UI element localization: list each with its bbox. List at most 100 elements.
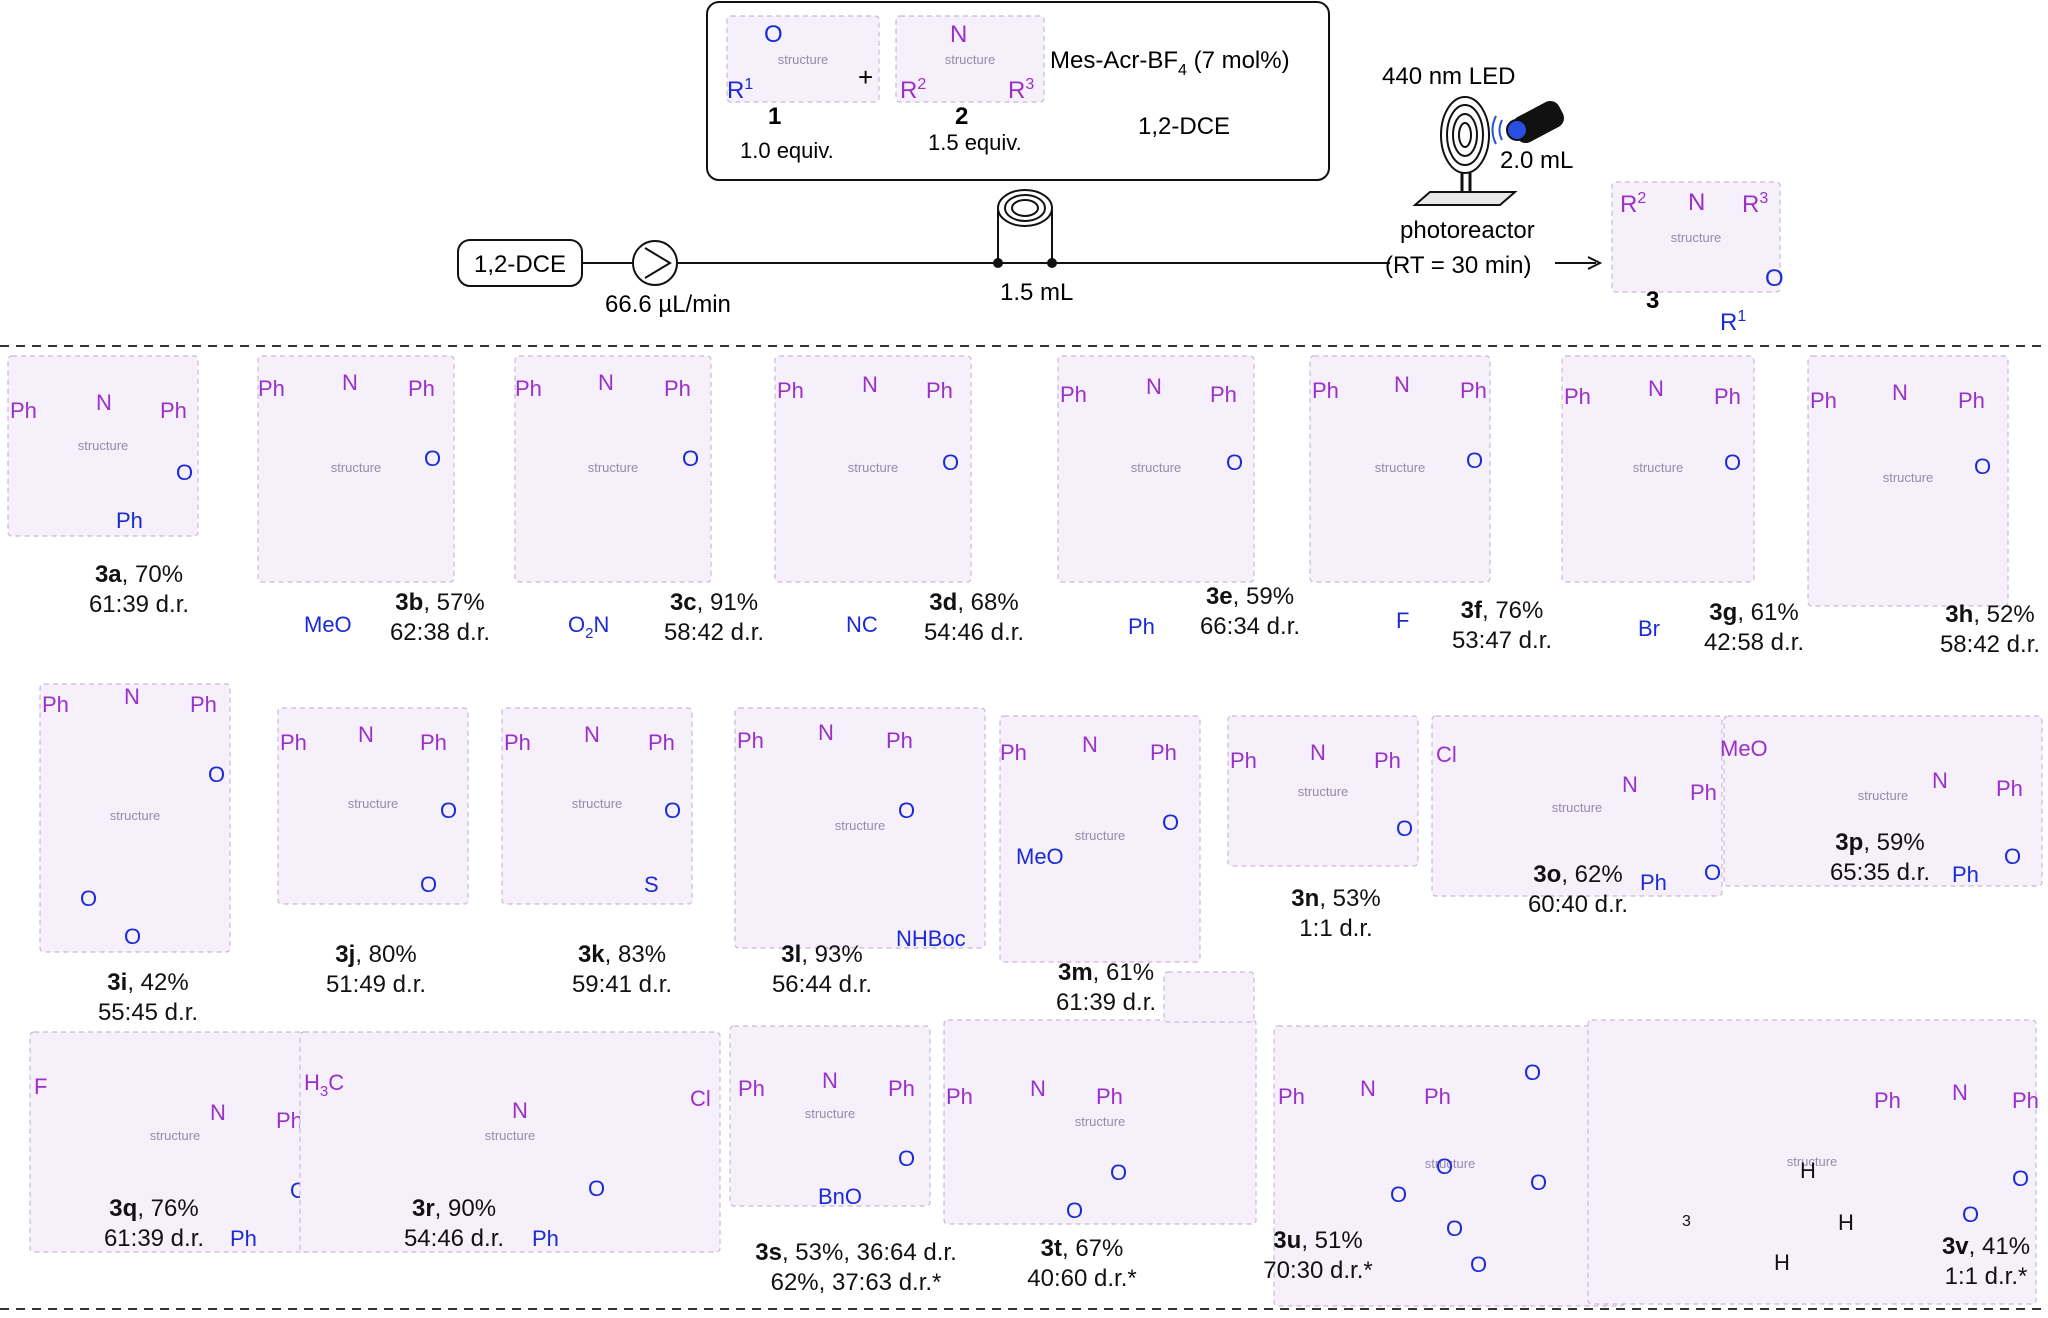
compound-3b-label-2: Ph — [408, 376, 435, 401]
compound-3r-label-4: Cl — [690, 1086, 711, 1111]
reaction-solvent: 1,2-DCE — [1138, 113, 1230, 140]
compound-3k-label-4: S — [644, 872, 659, 897]
compound-3i-label-0: Ph — [42, 692, 69, 717]
compound-3e-label-1: N — [1146, 374, 1162, 399]
compound-3f-label-4: F — [1396, 608, 1409, 633]
compound-3e-label-3: O — [1226, 450, 1243, 475]
compound-3l-caption: 3l, 93% — [781, 941, 862, 968]
residence-time-label: (RT = 30 min) — [1385, 252, 1532, 279]
general-product-3-r3: R3 — [1742, 190, 1768, 218]
compound-3o-label-3: O — [1704, 860, 1721, 885]
compound-3e: structure Ph N Ph O Ph 3e, 59% 66:34 d.r… — [1057, 355, 1300, 640]
pump-arrow-icon — [644, 247, 672, 279]
azirine-2-number: 2 — [955, 103, 968, 130]
compound-3j-structure-caption: structure — [348, 796, 399, 811]
compound-3a-structure — [7, 355, 199, 537]
compound-3r: structure H3C N Cl O Ph 3r, 90% 54:46 d.… — [299, 1031, 721, 1253]
compound-3j-label-0: Ph — [280, 730, 307, 755]
azirine-2-equiv: 1.5 equiv. — [928, 130, 1022, 155]
compound-3b-structure-caption: structure — [331, 460, 382, 475]
compound-3t-caption: 3t, 67% — [1041, 1235, 1124, 1262]
compound-3o-label-0: Cl — [1436, 742, 1457, 767]
compound-3j-label-4: O — [420, 872, 437, 897]
compound-3n-label-0: Ph — [1230, 748, 1257, 773]
compound-3m-label-4: MeO — [1016, 844, 1064, 869]
compound-3s-caption: 3s, 53%, 36:64 d.r. — [755, 1239, 957, 1266]
compound-3e-dr: 66:34 d.r. — [1200, 613, 1300, 640]
compound-3l-label-2: Ph — [886, 728, 913, 753]
compound-3v-dr: 1:1 d.r.* — [1945, 1263, 2028, 1290]
compound-3o-label-2: Ph — [1690, 780, 1717, 805]
compound-3d-label-2: Ph — [926, 378, 953, 403]
compound-3t-label-3: O — [1066, 1198, 1083, 1223]
product-arrowhead-icon — [1587, 256, 1603, 270]
compound-3j-structure — [277, 707, 469, 905]
compound-3v-structure-caption: structure — [1787, 1154, 1838, 1169]
compound-3t: structure Ph N Ph O O 3t, 67% 40:60 d.r.… — [943, 971, 1257, 1292]
compound-3h-structure — [1807, 355, 2009, 607]
coil-loop-icon — [993, 189, 1057, 268]
compound-3s-label-4: BnO — [818, 1184, 862, 1209]
compound-3c-structure-caption: structure — [588, 460, 639, 475]
compound-3n-label-2: Ph — [1374, 748, 1401, 773]
compound-3q-label-4: Ph — [230, 1226, 257, 1251]
compound-3r-label-5: O — [588, 1176, 605, 1201]
compound-3i-structure-caption: structure — [110, 808, 161, 823]
compound-3v-caption: 3v, 41% — [1942, 1233, 2030, 1260]
compound-3s: structure Ph N Ph O BnO 3s, 53%, 36:64 d… — [729, 1025, 957, 1296]
compound-3p-label-4: Ph — [1952, 862, 1979, 887]
general-product-3: structure R2 N R3 O R1 3 — [1611, 181, 1784, 336]
compound-3a-structure-caption: structure — [78, 438, 129, 453]
compound-3p-label-1: N — [1932, 768, 1948, 793]
compound-3p-caption: 3p, 59% — [1835, 829, 1924, 856]
compound-3f-label-2: Ph — [1460, 378, 1487, 403]
general-product-3-number: 3 — [1646, 287, 1659, 314]
compound-3j-label-3: O — [440, 798, 457, 823]
compound-3h: structure Ph N Ph O 3h, 52% 58:42 d.r. — [1807, 355, 2040, 658]
compound-3b-caption: 3b, 57% — [395, 589, 484, 616]
compound-3j-caption: 3j, 80% — [335, 941, 416, 968]
compound-3k-dr: 59:41 d.r. — [572, 971, 672, 998]
substrate-1-equiv: 1.0 equiv. — [740, 138, 834, 163]
compound-3q-caption: 3q, 76% — [109, 1195, 198, 1222]
substrate-1-number: 1 — [768, 103, 781, 130]
compound-3f-structure — [1309, 355, 1491, 583]
compound-3m-structure-caption: structure — [1075, 828, 1126, 843]
compound-3o-caption: 3o, 62% — [1533, 861, 1622, 888]
compound-3d-label-4: NC — [846, 612, 878, 637]
compound-3h-caption: 3h, 52% — [1945, 601, 2034, 628]
compound-3h-label-1: N — [1892, 380, 1908, 405]
compound-3a-label-0: Ph — [10, 398, 37, 423]
azirine-2-r3: R3 — [1008, 76, 1034, 104]
compound-3g-label-1: N — [1648, 376, 1664, 401]
compound-3b-label-1: N — [342, 370, 358, 395]
compound-3l-dr: 56:44 d.r. — [772, 971, 872, 998]
compound-3i-dr: 55:45 d.r. — [98, 999, 198, 1026]
compound-3u: structure Ph N Ph O O O O O O O 3u, 51% … — [1263, 1025, 1625, 1307]
compound-3e-label-2: Ph — [1210, 382, 1237, 407]
compound-3u-label-9: O — [1470, 1252, 1487, 1277]
compound-3o-label-1: N — [1622, 772, 1638, 797]
reagent-box: structure R1 O 1 1.0 equiv. + structure … — [706, 1, 1330, 181]
general-product-3-r1: R1 — [1720, 308, 1746, 336]
compound-3e-caption: 3e, 59% — [1206, 583, 1294, 610]
compound-3q-label-1: N — [210, 1100, 226, 1125]
compound-3s-label-1: N — [822, 1068, 838, 1093]
compound-3j-label-2: Ph — [420, 730, 447, 755]
compound-3p-label-2: Ph — [1996, 776, 2023, 801]
compound-3v-label-1: N — [1952, 1080, 1968, 1105]
compound-3a-dr: 61:39 d.r. — [89, 591, 189, 618]
compound-3u-label-5: O — [1524, 1060, 1541, 1085]
compound-3u-dr: 70:30 d.r.* — [1263, 1257, 1372, 1284]
compound-3m-label-3: O — [1162, 810, 1179, 835]
compound-3b-label-4: MeO — [304, 612, 352, 637]
compound-3t-structure — [943, 1019, 1257, 1225]
general-product-3-r2: R2 — [1620, 190, 1646, 218]
compound-3q-structure — [29, 1031, 321, 1253]
compound-3s-label-2: Ph — [888, 1076, 915, 1101]
compound-3l-label-4: NHBoc — [896, 926, 966, 951]
compound-3n-caption: 3n, 53% — [1291, 885, 1380, 912]
compound-3g-label-4: Br — [1638, 616, 1660, 641]
compound-3q-label-0: F — [34, 1074, 47, 1099]
azirine-2-structure — [895, 15, 1045, 103]
